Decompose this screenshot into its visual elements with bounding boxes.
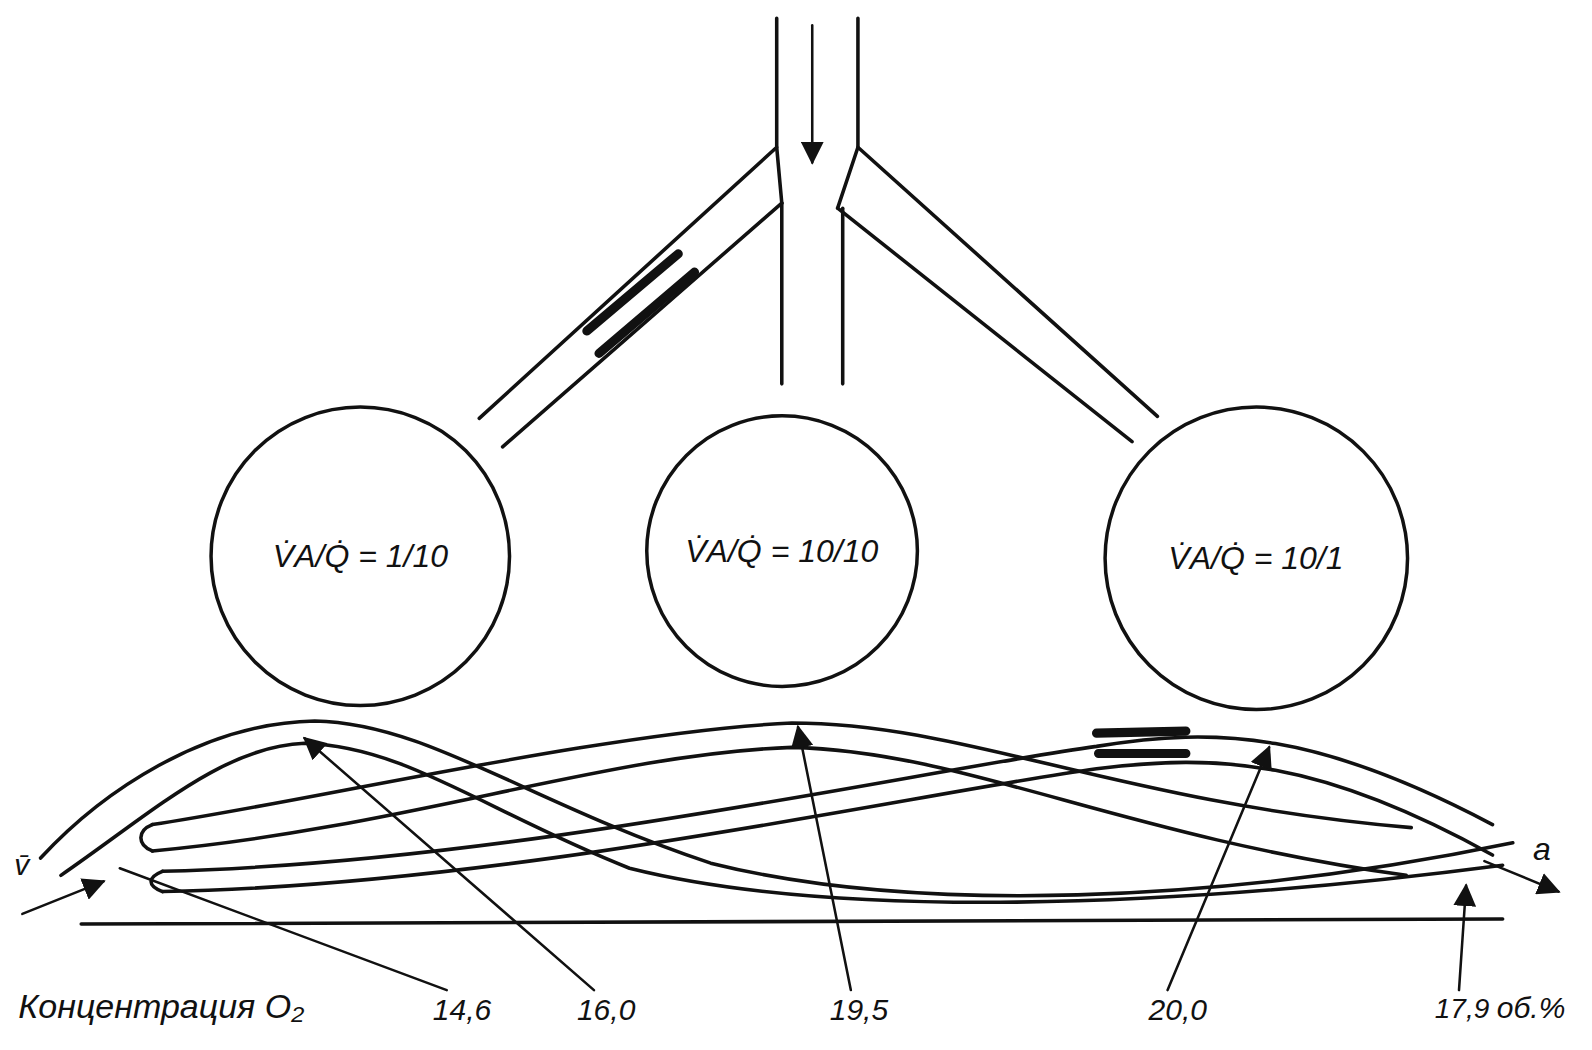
leader-line [1168,747,1270,990]
leader-line [305,738,594,990]
value-label: 19,5 [830,993,888,1027]
blood-vessel [162,737,1492,871]
ratio-label: V̇A/Q̇ = 10/1 [1168,540,1343,577]
alveolus-circle: V̇A/Q̇ = 1/10 [208,404,513,709]
alveolus-circle: V̇A/Q̇ = 10/1 [1102,404,1411,713]
value-label: 17,9 [1435,993,1490,1025]
vessel-label: v̄ [14,848,29,882]
ratio-label: V̇A/Q̇ = 1/10 [273,538,448,575]
blood-vessel [141,825,152,851]
obstruction [587,254,695,354]
obstruction [1097,731,1186,753]
airway [503,203,782,447]
airway-junction [777,147,858,208]
value-label: 16,0 [577,993,635,1027]
ratio-label: V̇A/Q̇ = 10/10 [685,533,878,570]
alveolus-circle: V̇A/Q̇ = 10/10 [644,413,920,689]
leader-line [1459,885,1466,990]
vessel-label: a [1533,831,1551,868]
blood-vessel [152,747,1406,875]
axis-title: Концентрация O₂ [18,987,304,1026]
airway [841,208,845,384]
value-label: 14,6 [433,993,491,1027]
venous-arrow [22,881,103,913]
blood-vessel [61,743,1503,902]
value-label: 20,0 [1149,993,1207,1027]
airway [479,18,776,418]
leader-line [120,868,447,990]
unit-label: об.% [1497,991,1566,1025]
airway [780,203,784,384]
blood-vessel [41,721,1513,896]
air-flow-arrow [811,25,814,162]
airway [838,208,1132,442]
airway [858,18,1158,416]
leader-line [798,727,851,990]
blood-vessel [81,919,1502,924]
